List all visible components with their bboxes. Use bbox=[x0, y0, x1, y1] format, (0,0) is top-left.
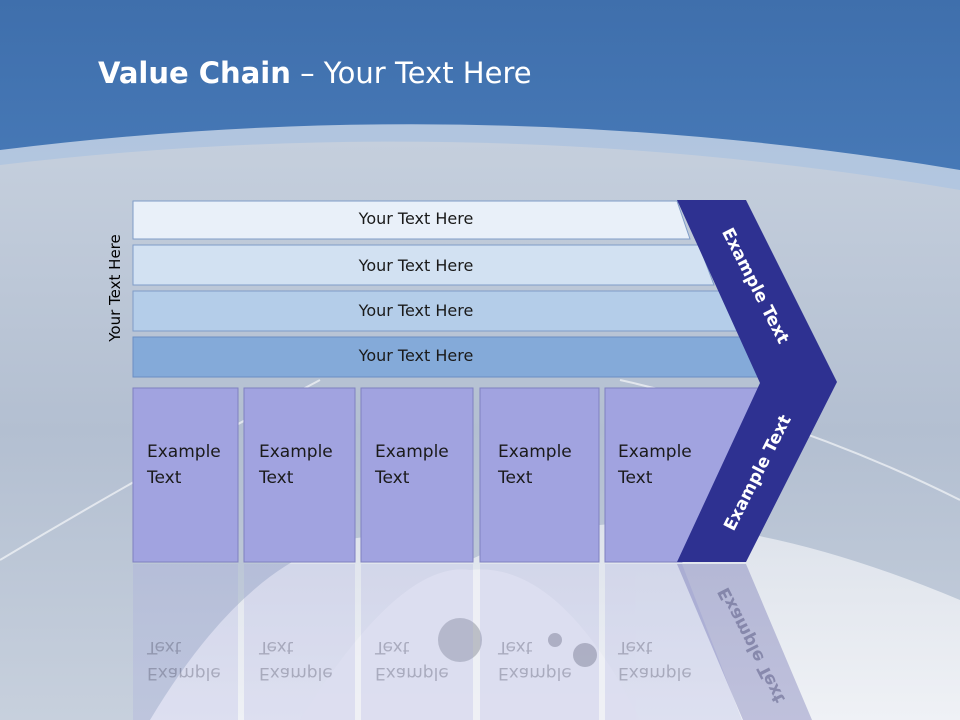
column-2-text: Example Text bbox=[259, 439, 349, 491]
column-5-line2: Text bbox=[618, 468, 653, 488]
column-5-text: Example Text bbox=[618, 439, 708, 491]
column-4-line2: Text bbox=[498, 468, 533, 488]
column-4-text: Example Text bbox=[498, 439, 588, 491]
column-1-text: Example Text bbox=[147, 439, 237, 491]
column-1[interactable] bbox=[132, 387, 239, 563]
column-4-line1: Example bbox=[498, 442, 572, 462]
title-rest: – Your Text Here bbox=[290, 56, 532, 90]
column-2[interactable] bbox=[243, 387, 356, 563]
column-2-line2: Text bbox=[259, 468, 294, 488]
side-label: Your Text Here bbox=[106, 234, 124, 342]
bar-3-label: Your Text Here bbox=[358, 301, 474, 320]
column-3-text: Example Text bbox=[375, 439, 465, 491]
diagram-reflection bbox=[133, 564, 742, 720]
bar-1-label: Your Text Here bbox=[358, 209, 474, 228]
bar-2[interactable] bbox=[132, 244, 715, 286]
column-1-line2: Text bbox=[147, 468, 182, 488]
bar-4-label: Your Text Here bbox=[358, 346, 474, 365]
column-4[interactable] bbox=[479, 387, 600, 563]
slide-title: Value Chain – Your Text Here bbox=[98, 54, 532, 92]
title-bold: Value Chain bbox=[98, 56, 291, 90]
column-3[interactable] bbox=[360, 387, 474, 563]
column-1-line1: Example bbox=[147, 442, 221, 462]
column-3-line2: Text bbox=[375, 468, 410, 488]
column-3-line1: Example bbox=[375, 442, 449, 462]
chevron-reflection bbox=[677, 564, 812, 720]
column-2-line1: Example bbox=[259, 442, 333, 462]
bar-2-label: Your Text Here bbox=[358, 256, 474, 275]
chevron-arrow[interactable] bbox=[677, 200, 837, 562]
bar-1[interactable] bbox=[132, 200, 691, 240]
column-5-line1: Example bbox=[618, 442, 692, 462]
